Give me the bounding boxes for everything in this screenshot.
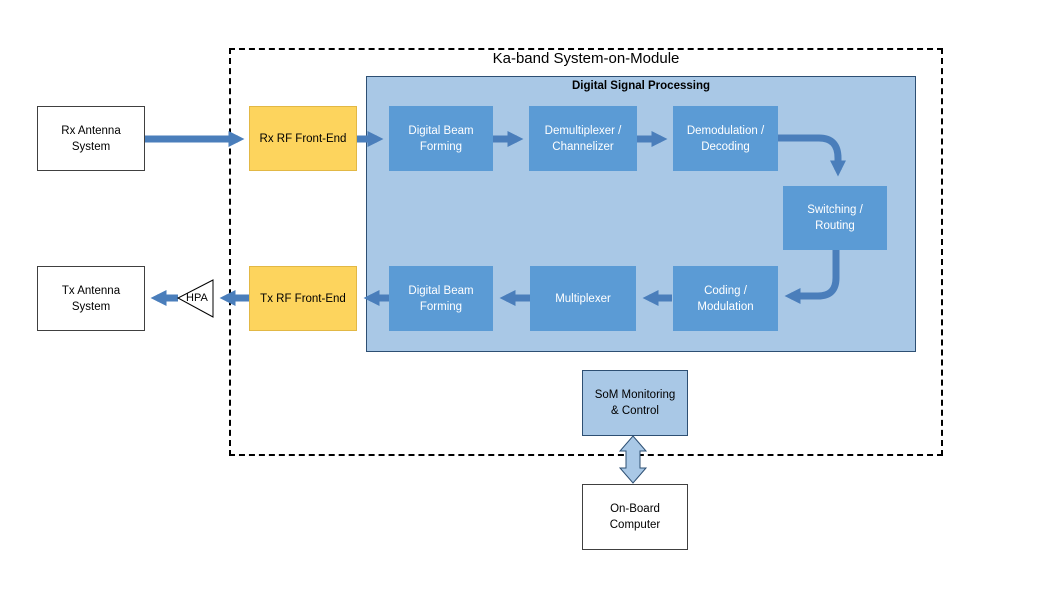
som-monitoring-control-block: SoM Monitoring & Control (582, 370, 688, 436)
multiplexer-block: Multiplexer (530, 266, 636, 331)
hpa-amplifier (176, 279, 214, 318)
rx-antenna-block: Rx Antenna System (37, 106, 145, 171)
demultiplexer-block: Demultiplexer / Channelizer (529, 106, 637, 171)
switching-routing-block: Switching / Routing (783, 186, 887, 250)
tx-antenna-block: Tx Antenna System (37, 266, 145, 331)
som-title: Ka-band System-on-Module (492, 50, 680, 67)
rx-rf-front-end-block: Rx RF Front-End (249, 106, 357, 171)
arrow-monitoring-obc (618, 435, 648, 484)
dsp-title: Digital Signal Processing (571, 80, 711, 92)
coding-modulation-block: Coding / Modulation (673, 266, 778, 331)
digital-beam-forming-rx-block: Digital Beam Forming (389, 106, 493, 171)
on-board-computer-block: On-Board Computer (582, 484, 688, 550)
arrow-demod-to-switching (778, 134, 847, 177)
digital-beam-forming-tx-block: Digital Beam Forming (389, 266, 493, 331)
demodulation-block: Demodulation / Decoding (673, 106, 778, 171)
hpa-triangle (176, 279, 214, 318)
hpa-label: HPA (186, 292, 208, 304)
som-boundary (229, 48, 943, 456)
tx-rf-front-end-block: Tx RF Front-End (249, 266, 357, 331)
arrow-switching-to-coding (784, 250, 840, 305)
